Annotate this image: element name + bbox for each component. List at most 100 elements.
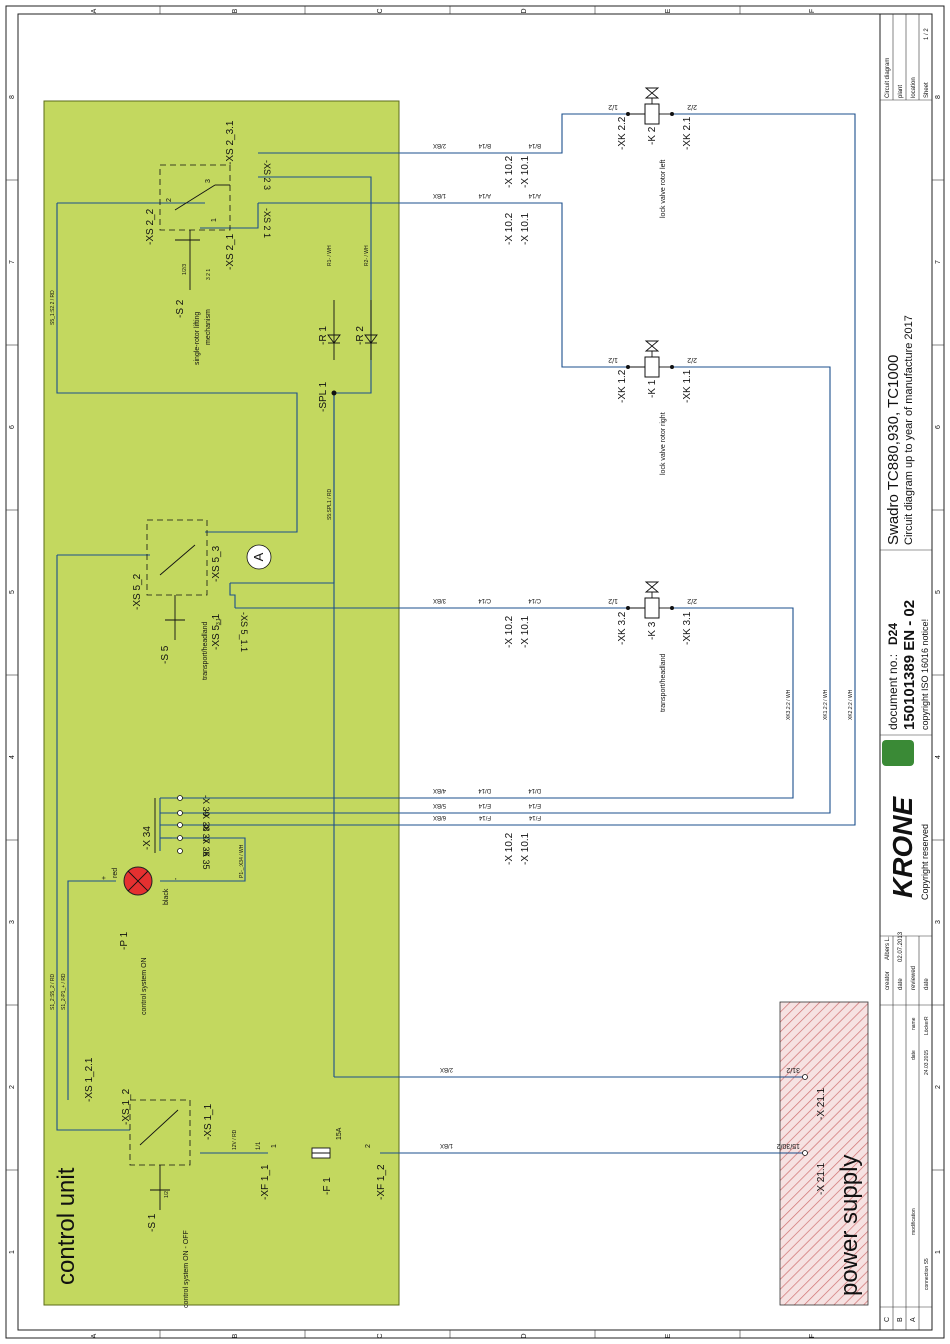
- s2-pin-1: 1: [211, 218, 218, 222]
- x10-2-mid: -X 10.2: [504, 212, 515, 245]
- marker-a: A: [251, 552, 266, 561]
- switch-s2: 1/2/3 3 2 1 -S 2 single-rotor lifting me…: [145, 120, 272, 365]
- x37-label: -X 37: [201, 822, 211, 844]
- wl-a14-a: A/14: [478, 192, 491, 198]
- border-row-6-right: 6: [935, 425, 942, 429]
- x34-ref: -X 34: [142, 826, 153, 850]
- control-unit-label: control unit: [53, 1167, 80, 1285]
- wl-f14-a: F/14: [478, 814, 491, 820]
- p1-minus: -: [173, 877, 180, 880]
- x21-1-top: -X 21.1: [816, 1087, 827, 1120]
- border-row-2-right: 2: [935, 1085, 942, 1089]
- s5-1s2-wire-label: S5_1:S2.2 / RD: [50, 290, 56, 325]
- valve-k3: -K 3 transport/headland -XK 3.2 -XK 3.1 …: [608, 581, 697, 712]
- xs2-2-label: -XS 2_2: [145, 208, 156, 245]
- tb-creator-label: creator: [885, 971, 891, 990]
- xs5-1-label: -XS 5_1: [211, 613, 222, 650]
- tb-rev-date: 24.03.2015: [924, 1050, 930, 1075]
- wl-2bx-top: 2/BX: [433, 142, 446, 148]
- tb-date2-label: date: [924, 978, 930, 990]
- wiring: [56, 113, 856, 1154]
- s2-ref: -S 2: [175, 299, 186, 318]
- tb-doc-sheet: D24: [886, 623, 900, 645]
- f1-rating: 15A: [336, 1127, 343, 1140]
- x35-label: -X 35: [201, 848, 211, 870]
- border-col-b-bottom: B: [232, 1333, 239, 1338]
- tb-field-location: location: [911, 77, 917, 98]
- r2-ref: -R 2: [355, 326, 366, 345]
- s2-pin-3: 3: [205, 179, 212, 183]
- wl-4bx: 4/BX: [433, 787, 446, 793]
- p1-desc: control system ON: [141, 957, 148, 1015]
- s1-2p1-wire-label: S1_2-P1_+ / RD: [61, 973, 67, 1010]
- xk2-wh-label: XK2.2:2 / WH: [848, 689, 854, 720]
- switch-s1: 1/2 -S 1 control system ON - OFF -XS 1_2…: [84, 1057, 387, 1308]
- tb-field-diagram: Circuit diagram: [885, 58, 891, 98]
- wl-d14-a: D/14: [478, 787, 491, 793]
- tb-reviewed-label: reviewed: [911, 966, 917, 990]
- tb-rev-a: A: [910, 1317, 917, 1322]
- border-row-8-left: 8: [9, 95, 16, 99]
- x36-label: -X 36: [201, 835, 211, 857]
- border-col-d-top: D: [521, 8, 528, 13]
- wl-a14-b: A/14: [528, 192, 541, 198]
- tb-col-date: date: [911, 1050, 917, 1060]
- r1-wire-label: R1- / WH: [327, 245, 333, 266]
- x10-2-top: -X 10.2: [504, 155, 515, 188]
- border-col-d-bottom: D: [521, 1333, 528, 1338]
- resistors-group: -R 1 -R 2 -SPL 1 R1- / WH R2- / WH S5:SP…: [50, 245, 378, 520]
- valve-k1: -K 1 lock valve rotor right -XK 1.2 -XK …: [608, 340, 697, 475]
- border-col-f-bottom: F: [809, 1334, 816, 1338]
- k2-p12: 1/2: [608, 103, 618, 110]
- tb-field-plant: plant: [898, 85, 904, 98]
- border-col-c-top: C: [377, 8, 384, 13]
- r2-wire-label: R2- / WH: [364, 245, 370, 266]
- wl-b14-a: B/14: [478, 142, 491, 148]
- border-row-7-right: 7: [935, 260, 942, 264]
- xk1-wh-label: XK1.2:2 / WH: [823, 689, 829, 720]
- xk1-1-label: -XK 1.1: [682, 369, 693, 403]
- tb-sheet-value: 1 / 2: [924, 28, 930, 40]
- border-row-4-left: 4: [9, 755, 16, 759]
- s2-desc-2: mechanism: [205, 309, 212, 345]
- tb-rev-a-text: connection S5: [924, 1258, 930, 1290]
- s2-positions2: 3 2 1: [206, 269, 212, 280]
- tb-date-label: date: [898, 978, 904, 990]
- tb-field-sheet: Sheet: [924, 82, 930, 98]
- tb-rev-c: C: [884, 1317, 891, 1322]
- f1-pin2: 2: [365, 1144, 372, 1148]
- s2-desc-1: single-rotor lifting: [194, 312, 201, 365]
- tb-rev-name: LöckerR: [924, 1016, 930, 1035]
- x10-1-s5: -X 10.1: [520, 615, 531, 648]
- s5-desc: transport/headland: [202, 622, 209, 680]
- s2-pin-2: 2: [166, 198, 173, 202]
- r1-ref: -R 1: [318, 326, 329, 345]
- k3-desc: transport/headland: [660, 654, 667, 712]
- k1-p12: 1/2: [608, 356, 618, 363]
- x10-1-top: -X 10.1: [520, 155, 531, 188]
- tb-doc-no-label: document no.:: [886, 654, 900, 730]
- border-row-7-left: 7: [9, 260, 16, 264]
- wl-6bx: 6/BX: [433, 814, 446, 820]
- s1-positions: 1/2: [164, 1191, 170, 1198]
- p31-2-label: 31/2: [786, 1066, 800, 1073]
- tb-copyright: Copyright reserved: [920, 824, 930, 900]
- border-row-2-left: 2: [9, 1085, 16, 1089]
- tb-date: 02.07.2013: [898, 931, 904, 962]
- krone-logo: KRONE: [887, 796, 918, 898]
- s1-desc: control system ON - OFF: [183, 1230, 190, 1308]
- xs1-1-label: -XS 1_1: [203, 1103, 214, 1140]
- xs5-3-label: -XS 5_3: [211, 545, 222, 582]
- border-col-b-top: B: [232, 8, 239, 13]
- xf1-1-label: -XF 1_1: [260, 1164, 271, 1200]
- p1-red: red: [112, 868, 119, 878]
- x38-label: -X 38: [201, 810, 211, 832]
- terminal-x34: -X 34 -X 35 -X 36 -X 37 -X 38 -X 39: [142, 795, 211, 870]
- f1-pin1: 1: [271, 1144, 278, 1148]
- tb-creator: Albers L.: [885, 936, 891, 960]
- border-col-e-top: E: [665, 8, 672, 13]
- power-terminals: -X 21.1 -X 21.1 31/2 15/30/2: [777, 1066, 827, 1195]
- border-row-1-right: 1: [935, 1250, 942, 1254]
- border-row-6-left: 6: [9, 425, 16, 429]
- k3-p22: 2/2: [687, 597, 697, 604]
